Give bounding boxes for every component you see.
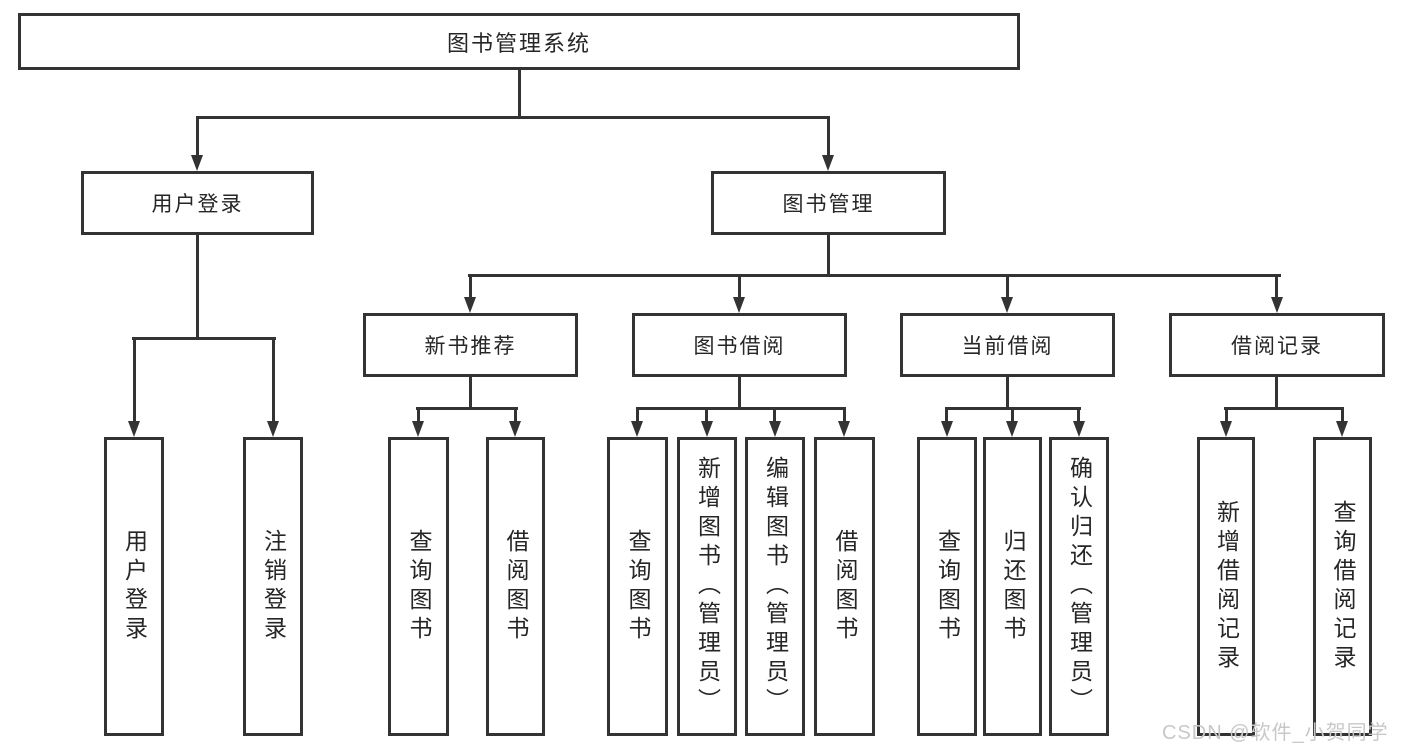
edge-to-leaf-edit-book xyxy=(773,407,776,423)
edge-new-book-recommend-bar xyxy=(416,407,518,410)
node-library-management-system: 图书管理系统 xyxy=(18,13,1020,70)
edge-user-login-bar xyxy=(132,337,276,340)
arrowhead-leaf-edit-book xyxy=(769,421,781,437)
edge-root-stem xyxy=(518,70,521,119)
edge-to-leaf-query-books-2 xyxy=(636,407,639,423)
arrowhead-borrowing-records xyxy=(1271,297,1283,313)
edge-new-book-recommend-stem xyxy=(469,377,472,410)
leaf-query-borrow-record: 查询借阅记录 xyxy=(1313,437,1372,736)
edge-to-leaf-user-login xyxy=(133,337,136,423)
arrowhead-book-borrowing xyxy=(733,297,745,313)
leaf-label: 查询借阅记录 xyxy=(1330,499,1356,674)
edge-to-book-borrowing xyxy=(738,274,741,299)
arrowhead-leaf-query-books-3 xyxy=(941,421,953,437)
leaf-query-books-2: 查询图书 xyxy=(607,437,668,736)
leaf-return-book: 归还图书 xyxy=(983,437,1042,736)
arrowhead-current-borrowing xyxy=(1001,297,1013,313)
edge-user-login-stem xyxy=(196,235,199,339)
arrowhead-leaf-logout xyxy=(267,421,279,437)
arrowhead-leaf-user-login xyxy=(128,421,140,437)
leaf-label: 注销登录 xyxy=(260,528,287,645)
edge-to-leaf-add-borrow-record xyxy=(1225,407,1228,423)
node-label: 用户登录 xyxy=(151,193,244,216)
leaf-label: 查询图书 xyxy=(406,528,432,645)
node-label: 借阅记录 xyxy=(1231,335,1323,358)
arrowhead-book-management xyxy=(822,155,834,171)
edge-to-current-borrowing xyxy=(1006,274,1009,299)
arrowhead-leaf-query-borrow-record xyxy=(1336,421,1348,437)
leaf-label: 确认归还（管理员） xyxy=(1066,456,1093,717)
edge-to-leaf-logout xyxy=(272,337,275,423)
leaf-label: 新增借阅记录 xyxy=(1213,499,1240,674)
node-current-borrowing: 当前借阅 xyxy=(900,313,1115,377)
edge-to-user-login xyxy=(196,116,199,157)
arrowhead-leaf-query-books-2 xyxy=(631,421,643,437)
leaf-query-books-3: 查询图书 xyxy=(917,437,977,736)
node-label: 新书推荐 xyxy=(424,335,517,358)
leaf-confirm-return-admin: 确认归还（管理员） xyxy=(1049,437,1109,736)
leaf-add-book-admin: 新增图书（管理员） xyxy=(677,437,737,736)
edge-book-borrowing-stem xyxy=(738,377,741,410)
leaf-label: 用户登录 xyxy=(121,528,148,645)
leaf-label: 查询图书 xyxy=(934,528,961,645)
arrowhead-leaf-add-book xyxy=(701,421,713,437)
arrowhead-leaf-return-book xyxy=(1006,421,1018,437)
edge-to-leaf-borrow-books-2 xyxy=(843,407,846,423)
leaf-label: 新增图书（管理员） xyxy=(694,456,721,717)
node-label: 当前借阅 xyxy=(961,335,1054,358)
arrowhead-leaf-query-books-1 xyxy=(412,421,424,437)
edge-current-borrowing-stem xyxy=(1006,377,1009,410)
edge-book-borrowing-bar xyxy=(636,407,846,410)
node-label: 图书管理系统 xyxy=(446,30,591,56)
csdn-watermark: CSDN @软件_小贺同学 xyxy=(1162,722,1389,744)
leaf-borrow-books-2: 借阅图书 xyxy=(814,437,875,736)
edge-book-management-stem xyxy=(827,235,830,277)
arrowhead-leaf-borrow-books-2 xyxy=(838,421,850,437)
edge-to-leaf-query-books-3 xyxy=(945,407,948,423)
edge-root-bar xyxy=(196,116,830,119)
leaf-label: 借阅图书 xyxy=(503,528,529,645)
edge-to-leaf-borrow-books-1 xyxy=(514,407,517,423)
edge-to-book-management xyxy=(827,116,830,157)
edge-to-leaf-query-books-1 xyxy=(417,407,420,423)
edge-borrowing-records-stem xyxy=(1275,377,1278,410)
leaf-label: 查询图书 xyxy=(625,528,651,645)
arrowhead-new-book-recommend xyxy=(464,297,476,313)
leaf-logout: 注销登录 xyxy=(243,437,303,736)
node-book-borrowing: 图书借阅 xyxy=(632,313,847,377)
edge-to-leaf-query-borrow-record xyxy=(1341,407,1344,423)
arrowhead-user-login xyxy=(191,155,203,171)
leaf-add-borrow-record: 新增借阅记录 xyxy=(1197,437,1255,736)
node-book-management: 图书管理 xyxy=(711,171,946,235)
node-new-book-recommend: 新书推荐 xyxy=(363,313,578,377)
arrowhead-leaf-confirm-return xyxy=(1073,421,1085,437)
node-label: 图书借阅 xyxy=(693,335,786,358)
leaf-label: 借阅图书 xyxy=(832,528,858,645)
leaf-user-login: 用户登录 xyxy=(104,437,164,736)
edge-book-management-bar xyxy=(468,274,1281,277)
arrowhead-leaf-add-borrow-record xyxy=(1220,421,1232,437)
node-borrowing-records: 借阅记录 xyxy=(1169,313,1385,377)
leaf-label: 归还图书 xyxy=(1000,528,1026,645)
leaf-edit-book-admin: 编辑图书（管理员） xyxy=(745,437,805,736)
edge-to-leaf-confirm-return xyxy=(1077,407,1080,423)
leaf-borrow-books-1: 借阅图书 xyxy=(486,437,545,736)
leaf-label: 编辑图书（管理员） xyxy=(762,456,789,717)
edge-to-new-book-recommend xyxy=(469,274,472,299)
node-label: 图书管理 xyxy=(782,193,875,216)
arrowhead-leaf-borrow-books-1 xyxy=(509,421,521,437)
edge-to-borrowing-records xyxy=(1275,274,1278,299)
node-user-login: 用户登录 xyxy=(81,171,314,235)
edge-to-leaf-return-book xyxy=(1011,407,1014,423)
leaf-query-books-1: 查询图书 xyxy=(388,437,449,736)
edge-borrowing-records-bar xyxy=(1224,407,1344,410)
edge-to-leaf-add-book xyxy=(705,407,708,423)
